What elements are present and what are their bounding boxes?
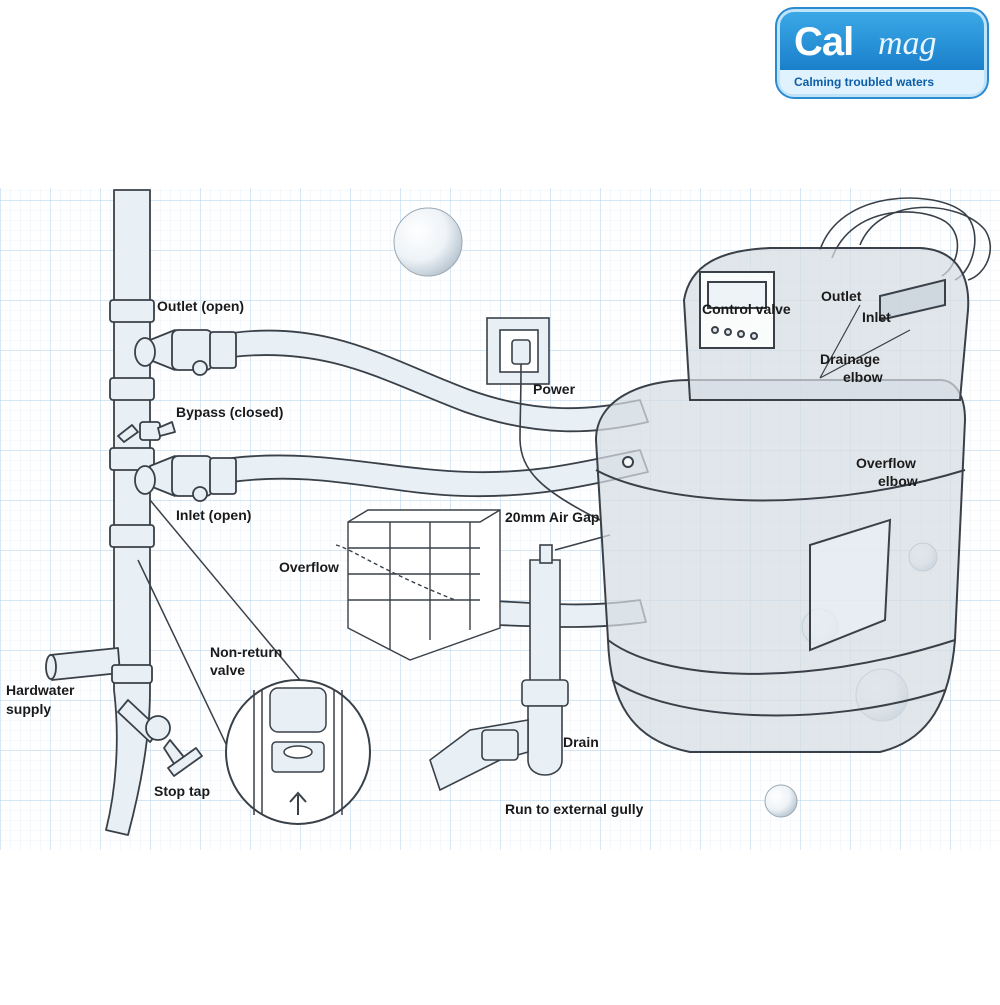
- label-power: Power: [533, 381, 576, 397]
- label-bypass-closed: Bypass (closed): [176, 404, 284, 420]
- label-run-to-gully: Run to external gully: [505, 801, 644, 817]
- label-non-return-line2: valve: [210, 662, 246, 678]
- label-control-valve: Control valve: [702, 301, 791, 317]
- label-drainage-line1: Drainage: [820, 351, 880, 367]
- label-stop-tap: Stop tap: [154, 783, 210, 799]
- calmag-logo: Cal mag Calming troubled waters: [780, 12, 984, 94]
- rear-hose-loops: [819, 197, 976, 281]
- logo-name-part1: Cal: [794, 20, 854, 64]
- label-outlet: Outlet: [821, 288, 862, 304]
- label-inlet-open: Inlet (open): [176, 507, 252, 523]
- label-overflow-elbow-line2: elbow: [878, 473, 918, 489]
- label-outlet-open: Outlet (open): [157, 298, 245, 314]
- label-overflow: Overflow: [279, 559, 339, 575]
- water-softener-unit: [594, 247, 970, 753]
- callout-line-top: [149, 499, 301, 681]
- label-non-return-line1: Non-return: [210, 644, 283, 660]
- label-drainage-line2: elbow: [843, 369, 883, 385]
- label-drain: Drain: [563, 734, 599, 750]
- label-hardwater-line1: Hardwater: [6, 682, 75, 698]
- logo-tagline: Calming troubled waters: [780, 70, 984, 94]
- logo-name-part2: mag: [878, 25, 937, 62]
- label-overflow-elbow-line1: Overflow: [856, 455, 916, 471]
- label-inlet: Inlet: [862, 309, 891, 325]
- label-air-gap: 20mm Air Gap: [505, 509, 600, 525]
- drain-standpipe: [529, 559, 561, 691]
- label-hardwater-line2: supply: [6, 701, 52, 717]
